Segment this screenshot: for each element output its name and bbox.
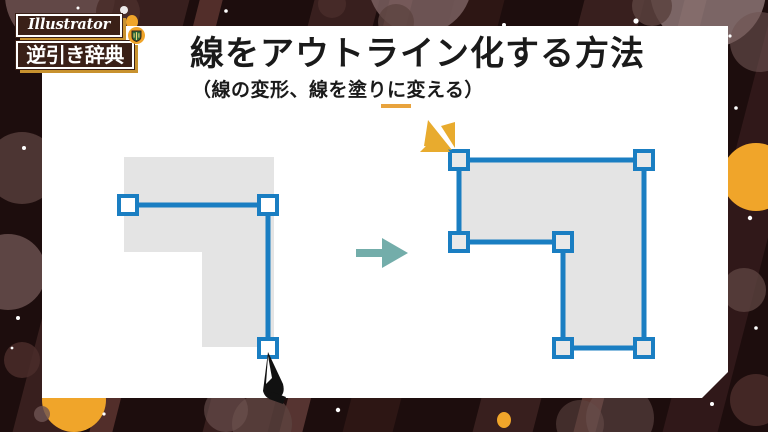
logo-bottom-bar: 逆引き辞典 bbox=[16, 41, 134, 69]
subtitle-underline-marker bbox=[381, 104, 411, 109]
page-subtitle: （線の変形、線を塗りに変える） bbox=[192, 79, 484, 102]
sparkle-burst-icon bbox=[420, 120, 455, 152]
after-shape-group bbox=[420, 120, 655, 359]
before-shape-group bbox=[117, 157, 286, 404]
heading-block: 線をアウトライン化する方法 （線の変形、線を塗りに変える） bbox=[190, 34, 645, 109]
logo-top-bar: Illustrator bbox=[16, 14, 122, 37]
brand-logo: Illustrator 逆引き辞典 bbox=[16, 14, 145, 73]
page-title: 線をアウトライン化する方法 bbox=[190, 34, 645, 74]
shield-crest-icon bbox=[128, 27, 145, 44]
page-subtitle-row: （線の変形、線を塗りに変える） bbox=[192, 79, 645, 109]
pen-tool-icon bbox=[263, 352, 286, 404]
arrow-right-icon bbox=[356, 238, 408, 268]
